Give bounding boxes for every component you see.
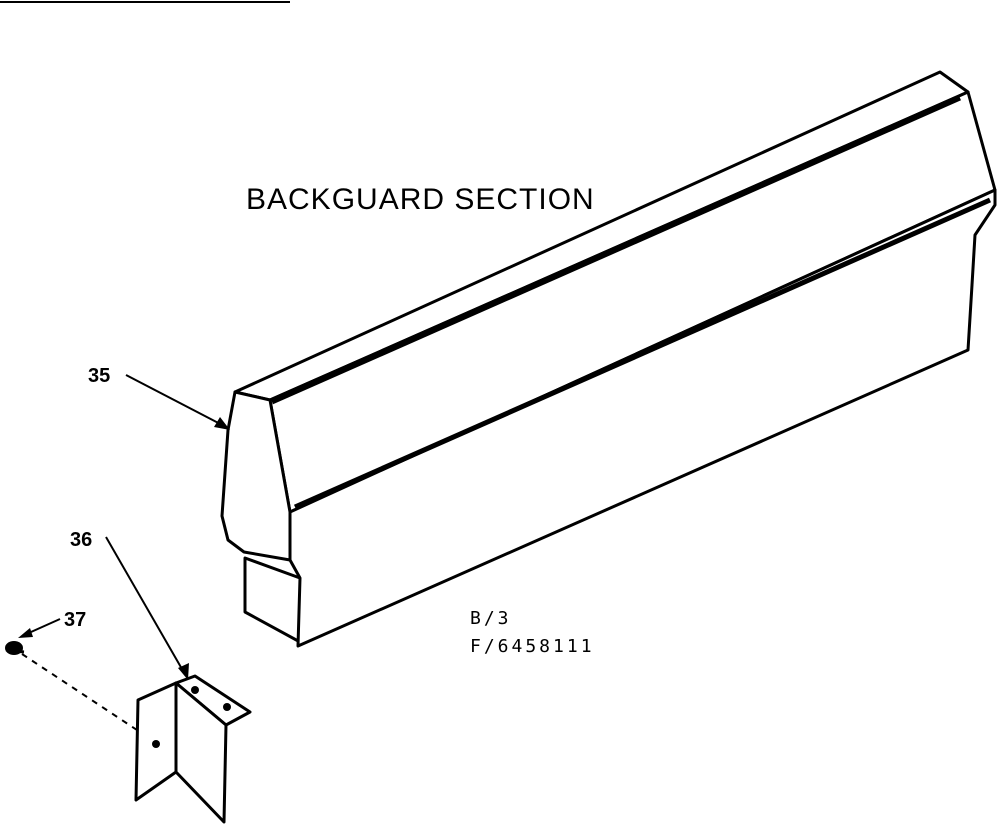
bracket-hole-2 <box>223 703 231 711</box>
callout-36-leader <box>105 536 187 677</box>
backguard-part <box>220 70 997 648</box>
screw-install-path <box>21 653 141 733</box>
drawing-code-line-2: F/6458111 <box>470 636 595 657</box>
callout-36-arrowhead <box>178 663 189 680</box>
backguard-top-stripe <box>270 95 962 405</box>
backguard-mid-stripe <box>293 197 992 510</box>
bracket-part <box>134 674 252 824</box>
callout-37-arrowhead <box>18 628 33 638</box>
drawing-code-line-1: B/3 <box>470 608 512 629</box>
callout-35-leader <box>125 374 229 429</box>
backguard-front-face <box>288 188 997 648</box>
backguard-lower-block <box>243 556 302 644</box>
callout-37-label: 37 <box>64 609 86 631</box>
callout-35-arrowhead <box>214 417 230 430</box>
diagram-title: BACKGUARD SECTION <box>246 183 595 216</box>
backguard-end-cap <box>220 390 292 562</box>
bracket-front-flange <box>174 681 228 824</box>
bracket-hole-3 <box>152 740 160 748</box>
callout-35-label: 35 <box>88 365 110 387</box>
bracket-hole-1 <box>191 686 199 694</box>
callout-36-label: 36 <box>70 529 92 551</box>
screw-part <box>5 641 25 655</box>
screw-thread <box>5 648 25 654</box>
